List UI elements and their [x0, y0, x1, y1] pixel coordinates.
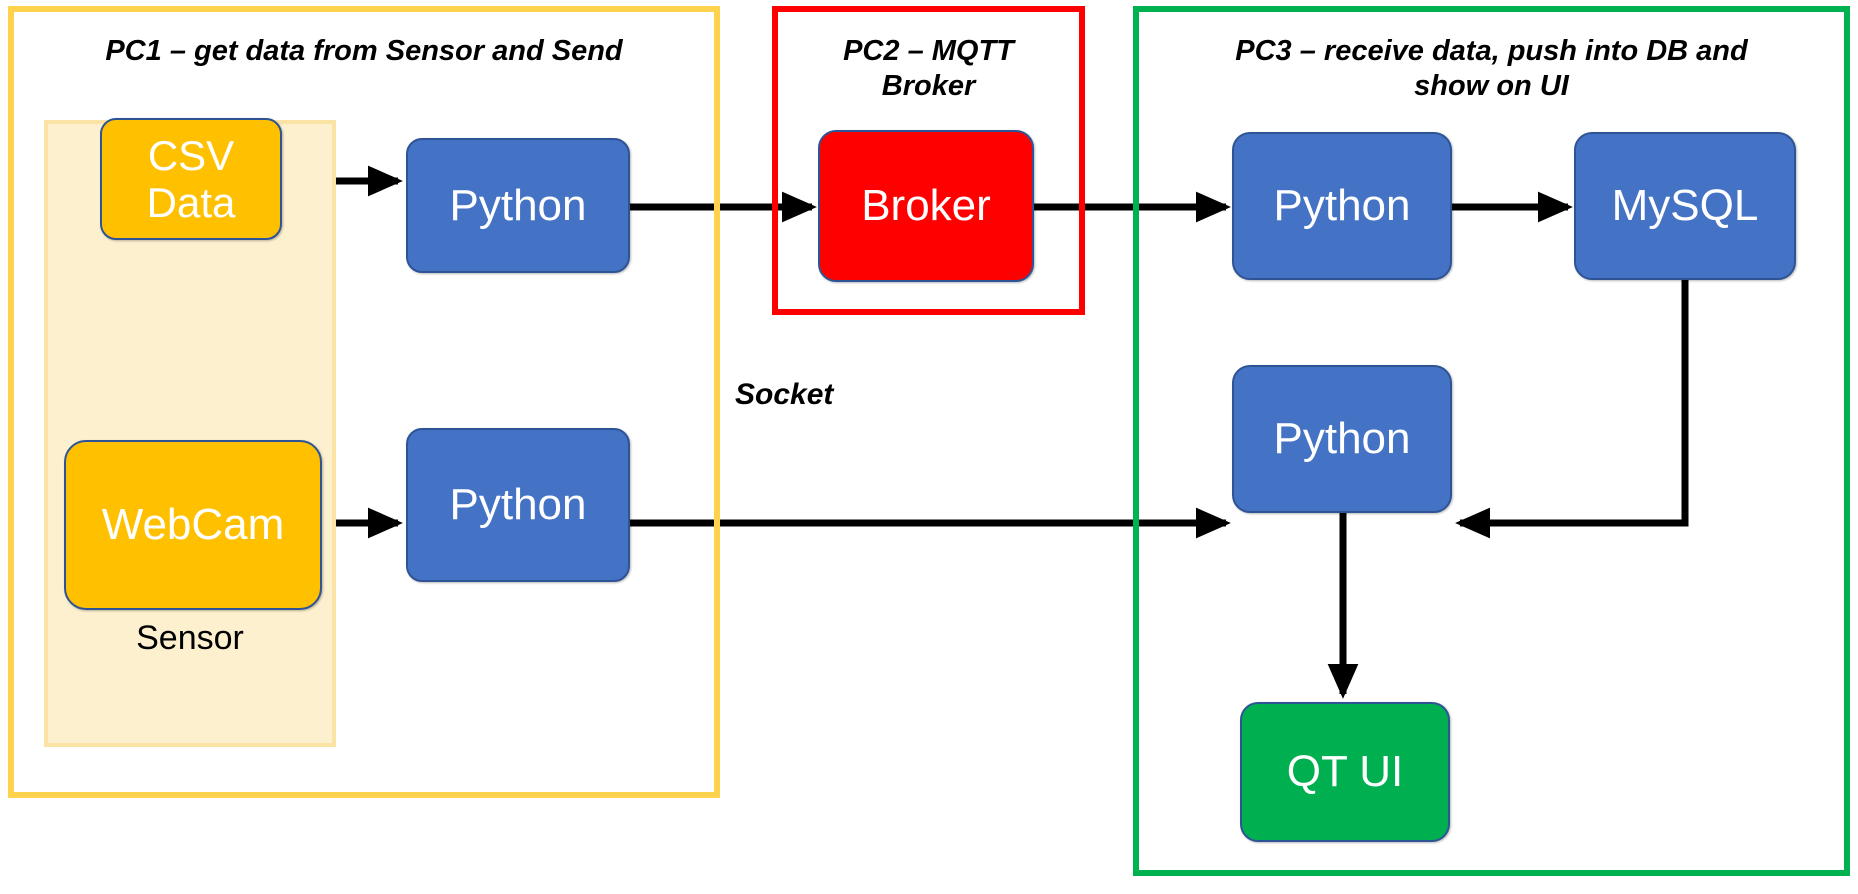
node-csv-data[interactable]: CSV Data — [100, 118, 282, 240]
node-qt-ui[interactable]: QT UI — [1240, 702, 1450, 842]
group-title-pc3: PC3 – receive data, push into DB and sho… — [1235, 35, 1748, 103]
node-python-cam[interactable]: Python — [406, 428, 630, 582]
subpanel-label-sensor: Sensor — [136, 619, 244, 657]
node-python-sub[interactable]: Python — [1232, 132, 1452, 280]
group-frame-pc2: PC2 – MQTT Broker — [772, 6, 1085, 315]
group-frame-pc3: PC3 – receive data, push into DB and sho… — [1133, 6, 1850, 876]
edge-label-socket: Socket — [735, 378, 834, 411]
node-broker[interactable]: Broker — [818, 130, 1034, 282]
group-frame-pc1: PC1 – get data from Sensor and Send — [8, 6, 720, 798]
node-python-csv[interactable]: Python — [406, 138, 630, 273]
group-title-pc2: PC2 – MQTT Broker — [843, 35, 1014, 103]
node-webcam[interactable]: WebCam — [64, 440, 322, 610]
group-title-pc1: PC1 – get data from Sensor and Send — [105, 35, 623, 67]
node-python-sock[interactable]: Python — [1232, 365, 1452, 513]
node-mysql[interactable]: MySQL — [1574, 132, 1796, 280]
